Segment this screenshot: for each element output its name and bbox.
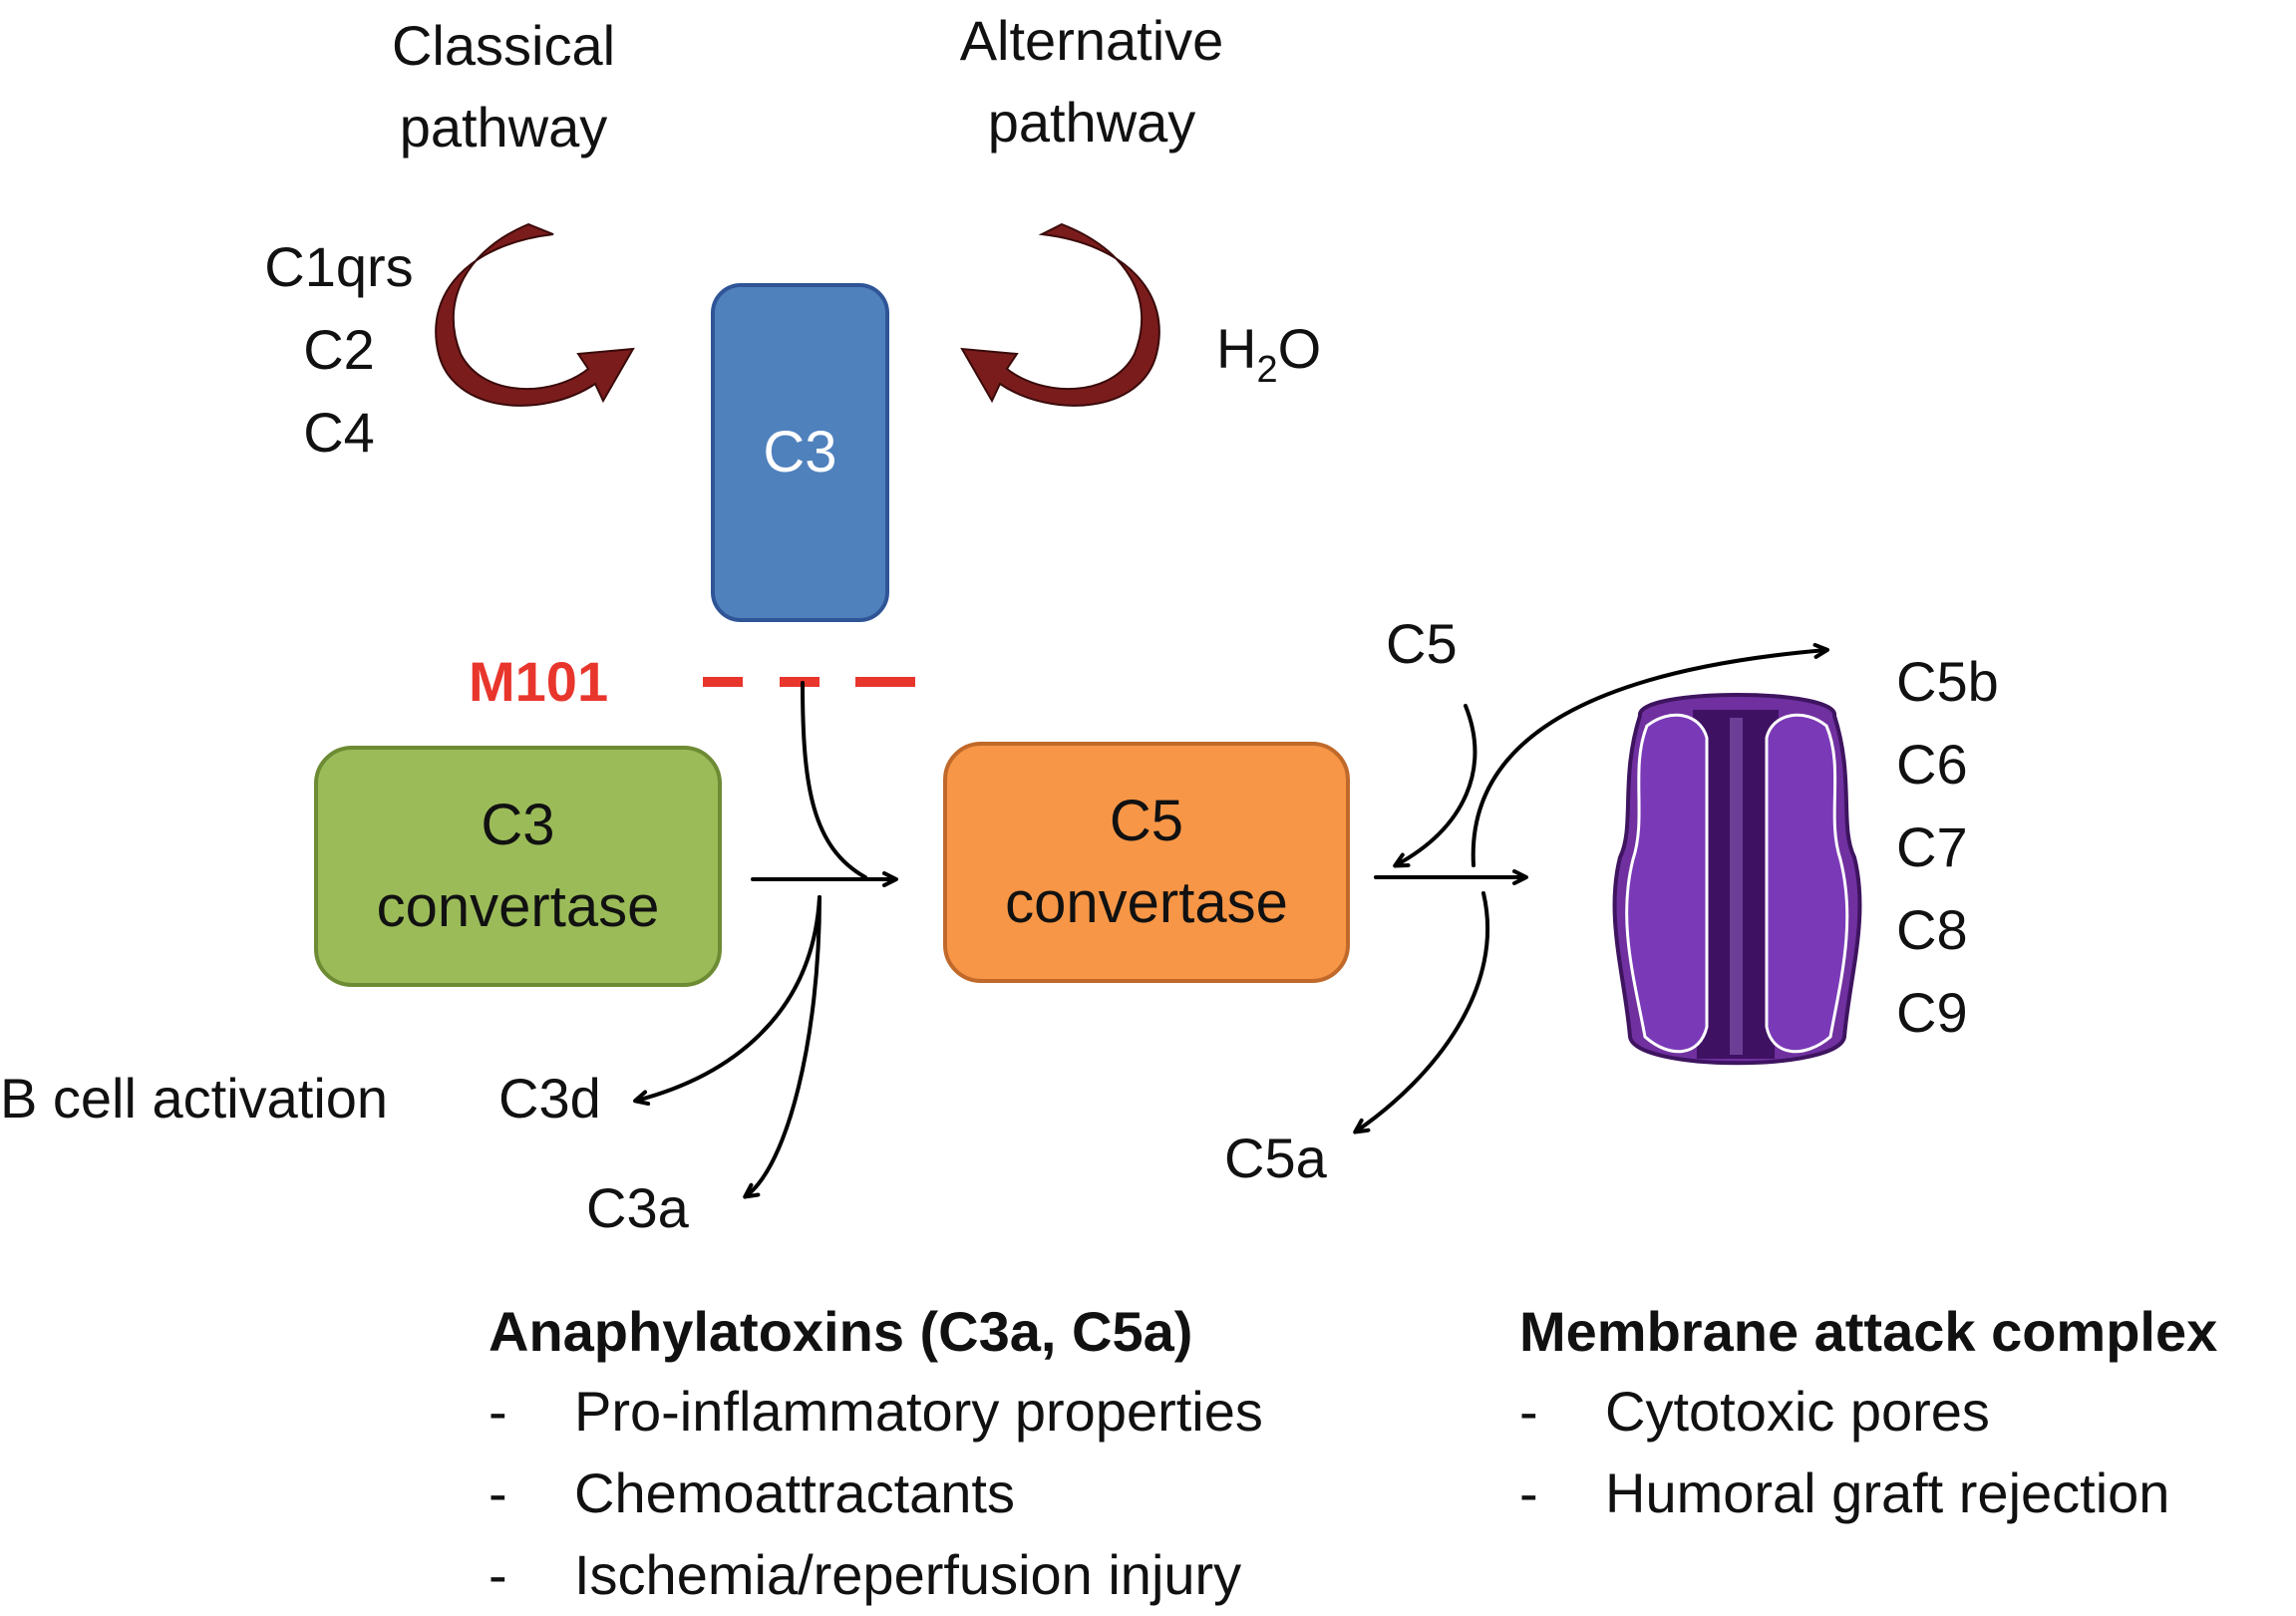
- c3d-label: C3d: [498, 1067, 601, 1130]
- alternative-pathway-arrow: [960, 222, 1160, 407]
- anaphylatoxin-effect-item-text: Chemoattractants: [574, 1461, 1015, 1524]
- anaphylatoxin-effect-item: - Pro-inflammatory properties: [489, 1371, 1416, 1453]
- mac-effect-item-text: Cytotoxic pores: [1605, 1380, 1990, 1443]
- mac-component-2: C7: [1896, 815, 1968, 878]
- bullet-dash: -: [489, 1380, 507, 1443]
- membrane-attack-complex-icon: [1612, 693, 1862, 1066]
- anaphylatoxin-effect-item: - Chemoattractants: [489, 1453, 1416, 1534]
- bullet-dash: -: [1519, 1380, 1538, 1443]
- c5-label: C5: [1386, 612, 1458, 675]
- mac-effect-item: - Cytotoxic pores: [1519, 1371, 2277, 1453]
- bullet-dash: -: [489, 1461, 507, 1524]
- c3a-release-arrow: [743, 895, 821, 1199]
- b-cell-activation-label: B cell activation: [0, 1067, 389, 1130]
- mac-component-4: C9: [1896, 981, 1968, 1044]
- c3-convertase-label: C3 convertase: [376, 793, 660, 939]
- mac-component-0: C5b: [1896, 650, 1999, 713]
- c5a-label: C5a: [1224, 1127, 1327, 1189]
- c3-box: [711, 283, 889, 622]
- mac-effect-item: - Humoral graft rejection: [1519, 1453, 2277, 1534]
- anaphylatoxin-effect-item-text: Ischemia/reperfusion injury: [574, 1543, 1242, 1606]
- classical-factor-2: C4: [303, 401, 375, 464]
- classical-factor-0: C1qrs: [264, 235, 414, 298]
- c5a-release-arrow: [1353, 891, 1490, 1134]
- classical-pathway-arrow: [435, 222, 635, 407]
- c3d-release-arrow: [633, 895, 821, 1107]
- c5-input-arrow: [1393, 704, 1477, 868]
- mac-effect-item-text: Humoral graft rejection: [1605, 1461, 2170, 1524]
- anaphylatoxin-effect-item-text: Pro-inflammatory properties: [574, 1380, 1263, 1443]
- alternative-pathway-title: Alternative pathway: [959, 9, 1224, 154]
- c3-box-label: C3: [763, 420, 837, 485]
- c3a-label: C3a: [586, 1176, 689, 1239]
- bullet-dash: -: [489, 1543, 507, 1606]
- mac-component-1: C6: [1896, 733, 1968, 796]
- mac-component-3: C8: [1896, 898, 1968, 961]
- c5b-release-arrow: [1471, 642, 1829, 867]
- classical-pathway-title: Classical pathway: [391, 14, 616, 159]
- mac-effects-list: - Cytotoxic pores - Humoral graft rejection: [1519, 1371, 2277, 1534]
- anaphylatoxins-effects-list: - Pro-inflammatory properties - Chemoattrac…: [489, 1371, 1416, 1616]
- c5-convertase-label: C5 convertase: [1005, 789, 1288, 935]
- mac-heading: Membrane attack complex: [1519, 1300, 2218, 1363]
- c3-cleavage-arrow: [801, 681, 867, 879]
- m101-label: M101: [469, 650, 609, 713]
- c3-convertase-box: [314, 746, 722, 987]
- anaphylatoxin-effect-item: - Ischemia/reperfusion injury: [489, 1534, 1416, 1616]
- anaphylatoxins-heading: Anaphylatoxins (C3a, C5a): [489, 1300, 1193, 1363]
- c5-convertase-box: [943, 742, 1350, 983]
- classical-factor-1: C2: [303, 318, 375, 381]
- bullet-dash: -: [1519, 1461, 1538, 1524]
- water-label: H2O: [1216, 317, 1322, 391]
